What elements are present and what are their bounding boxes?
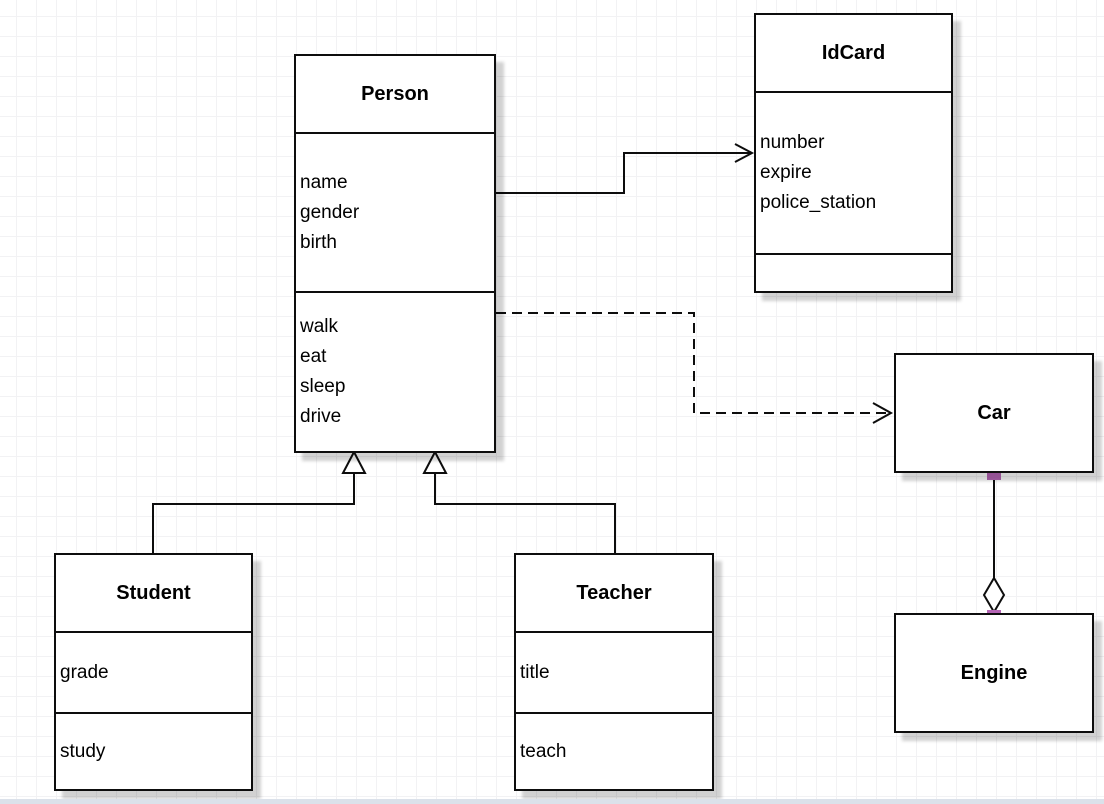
methods-compartment: walk eat sleep drive bbox=[296, 293, 494, 451]
open-arrowhead-icon bbox=[872, 402, 894, 424]
attribute: grade bbox=[60, 661, 109, 683]
class-student[interactable]: Student grade study bbox=[54, 553, 253, 791]
aggregation-car-engine[interactable] bbox=[982, 466, 1006, 624]
methods-compartment: teach bbox=[516, 714, 712, 789]
method: drive bbox=[300, 406, 342, 427]
methods-compartment: study bbox=[56, 714, 251, 789]
methods-compartment bbox=[756, 255, 951, 291]
class-title: Engine bbox=[960, 661, 1028, 684]
attributes-compartment: number expire police_station bbox=[756, 93, 951, 255]
class-teacher[interactable]: Teacher title teach bbox=[514, 553, 714, 791]
hollow-diamond-icon bbox=[982, 576, 1006, 614]
attribute: title bbox=[520, 661, 550, 683]
attributes-compartment: title bbox=[516, 633, 712, 714]
method: sleep bbox=[300, 376, 346, 397]
attribute: expire bbox=[760, 162, 812, 183]
dependency-person-car[interactable] bbox=[496, 312, 894, 424]
association-person-idcard[interactable] bbox=[496, 143, 755, 194]
inheritance-student-person[interactable] bbox=[152, 449, 367, 553]
method: teach bbox=[520, 740, 567, 762]
class-idcard[interactable]: IdCard number expire police_station bbox=[754, 13, 953, 293]
inheritance-teacher-person[interactable] bbox=[422, 449, 616, 553]
method: study bbox=[60, 740, 106, 762]
class-person[interactable]: Person name gender birth walk eat sleep … bbox=[294, 54, 496, 453]
class-title: Teacher bbox=[516, 555, 712, 633]
hollow-triangle-icon bbox=[341, 449, 367, 474]
attribute: birth bbox=[300, 231, 337, 253]
class-car[interactable]: Car bbox=[894, 353, 1094, 473]
hollow-triangle-icon bbox=[422, 449, 448, 474]
attributes-compartment: grade bbox=[56, 633, 251, 714]
attribute: name bbox=[300, 171, 348, 193]
class-title: Car bbox=[977, 401, 1011, 424]
attribute: number bbox=[760, 132, 825, 153]
class-title: IdCard bbox=[756, 15, 951, 93]
attribute: gender bbox=[300, 201, 360, 223]
attributes-compartment: name gender birth bbox=[296, 134, 494, 293]
method: eat bbox=[300, 346, 327, 367]
method: walk bbox=[300, 316, 339, 337]
open-arrowhead-icon bbox=[734, 143, 755, 163]
class-title: Student bbox=[56, 555, 251, 633]
class-engine[interactable]: Engine bbox=[894, 613, 1094, 733]
class-title: Person bbox=[296, 56, 494, 134]
attribute: police_station bbox=[760, 192, 877, 213]
window-bottom-edge bbox=[0, 799, 1104, 804]
